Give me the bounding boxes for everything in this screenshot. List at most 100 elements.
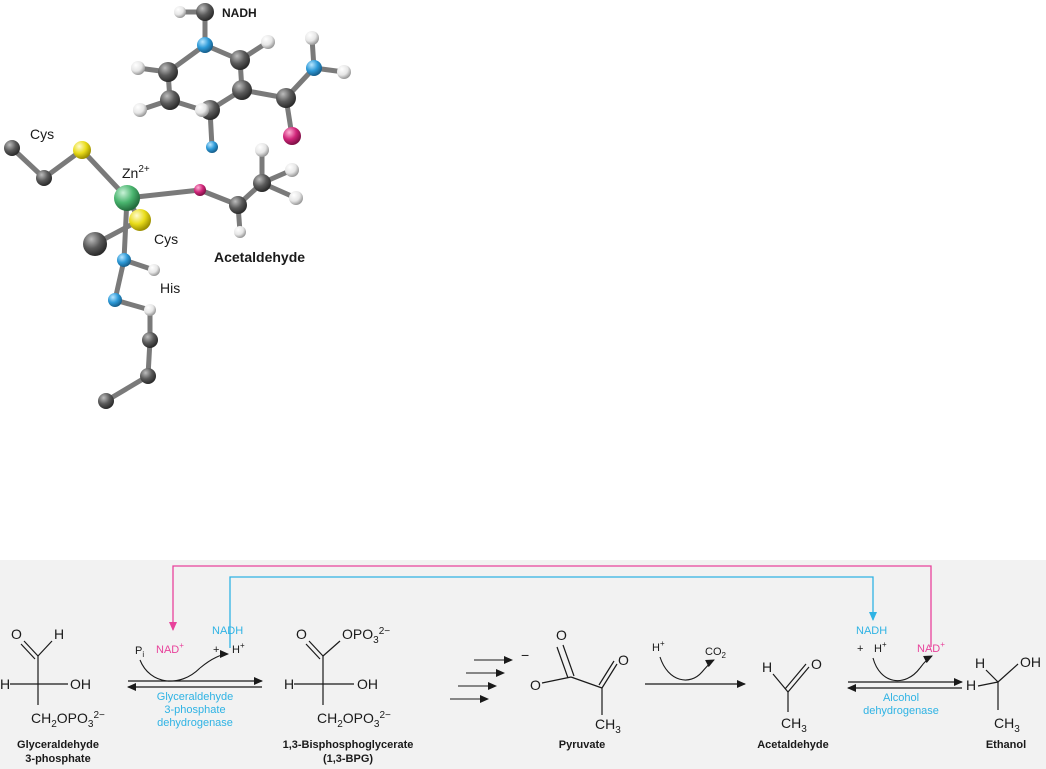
carbon-atom xyxy=(276,88,296,108)
nad-plus-label: NAD+ xyxy=(156,641,184,656)
hydrogen-atom xyxy=(255,143,269,157)
proton-label: H+ xyxy=(652,639,665,654)
nadh-substrate-label: NADH xyxy=(856,625,887,637)
decarboxylation-step: H+ CO2 xyxy=(645,639,746,688)
svg-text:H: H xyxy=(284,676,294,692)
hydrogen-atom xyxy=(261,35,275,49)
svg-text:H: H xyxy=(966,677,976,693)
svg-text:H: H xyxy=(975,655,985,671)
bpg-abbrev-label: (1,3-BPG) xyxy=(323,753,373,765)
ethanol-structure: H H OH CH3 Ethanol xyxy=(966,654,1041,751)
nadh-label: NADH xyxy=(222,6,257,20)
svg-text:O: O xyxy=(530,677,541,693)
hydrogen-atom xyxy=(174,6,186,18)
gapdh-reaction-step: Pi NAD+ NADH + H+ Glyceraldehyde 3-phosp… xyxy=(127,625,263,729)
nadh-transfer-arrow xyxy=(229,576,877,648)
glyceraldehyde-3-phosphate-label: Glyceraldehyde xyxy=(17,739,99,751)
hydrogen-atom xyxy=(234,226,246,238)
alcohol-dehydrogenase-step: NADH + H+ NAD+ Alcohol dehydrogenase xyxy=(847,625,963,717)
nad-plus-product-label: NAD+ xyxy=(917,640,945,655)
gapdh-enzyme-label: Glyceraldehyde xyxy=(157,691,233,703)
svg-text:dehydrogenase: dehydrogenase xyxy=(157,717,233,729)
adh-enzyme-label: Alcohol xyxy=(883,692,919,704)
phosphate-label: Pi xyxy=(135,645,144,659)
hydrogen-atom xyxy=(285,163,299,177)
hydrogen-atom xyxy=(131,61,145,75)
hydrogen-atom xyxy=(305,31,319,45)
svg-text:O: O xyxy=(11,626,22,642)
pyruvate-structure: − O O O CH3 Pyruvate xyxy=(521,627,629,751)
cys-mid-label: Cys xyxy=(154,231,178,247)
hydrogen-atom xyxy=(133,103,147,117)
plus-sign: + xyxy=(857,643,863,655)
hydrogen-atom xyxy=(337,65,351,79)
pyruvate-label: Pyruvate xyxy=(559,739,605,751)
carbon-atom xyxy=(230,50,250,70)
carbon-atom xyxy=(4,140,20,156)
svg-text:CH2OPO32−: CH2OPO32− xyxy=(317,710,391,730)
svg-text:O: O xyxy=(811,656,822,672)
hydrogen-atom xyxy=(289,191,303,205)
hydrogen-atom xyxy=(195,103,209,117)
svg-text:CH2OPO32−: CH2OPO32− xyxy=(31,710,105,730)
fermentation-pathway: O H H OH CH2OPO32− Glyceraldehyde 3-phos… xyxy=(0,565,1041,765)
molecular-labels: NADH Cys Zn2+ Cys Acetaldehyde His xyxy=(30,6,305,296)
pathway-background-band xyxy=(0,560,1046,769)
ball-and-stick-model: NADH Cys Zn2+ Cys Acetaldehyde His xyxy=(4,3,351,409)
proton-label: H+ xyxy=(874,640,887,655)
his-label: His xyxy=(160,280,180,296)
bisphosphoglycerate-structure: O OPO32− H OH CH2OPO32− 1,3-Bisphosphogl… xyxy=(283,626,414,765)
carbon-atom xyxy=(160,90,180,110)
oxygen-atom xyxy=(283,127,301,145)
transferred-hydride-atom xyxy=(206,141,218,153)
carbon-dioxide-label: CO2 xyxy=(705,646,727,660)
multistep-arrows xyxy=(450,656,513,703)
carbon-atom xyxy=(158,62,178,82)
cys-top-label: Cys xyxy=(30,126,54,142)
bpg-label: 1,3-Bisphosphoglycerate xyxy=(283,739,414,751)
nitrogen-atom xyxy=(197,37,213,53)
glyceraldehyde-3-phosphate-label-line2: 3-phosphate xyxy=(25,753,90,765)
svg-text:3-phosphate: 3-phosphate xyxy=(164,704,225,716)
hydrogen-atom xyxy=(144,304,156,316)
svg-text:OPO32−: OPO32− xyxy=(342,626,390,646)
nitrogen-atom xyxy=(117,253,131,267)
carbon-atom xyxy=(142,332,158,348)
svg-text:−: − xyxy=(521,647,529,663)
zinc-ion-atom xyxy=(114,185,140,211)
nitrogen-atom xyxy=(108,293,122,307)
carbon-atom xyxy=(232,80,252,100)
carbon-atom xyxy=(140,368,156,384)
svg-text:CH3: CH3 xyxy=(595,716,621,736)
svg-text:OH: OH xyxy=(70,676,91,692)
svg-text:O: O xyxy=(296,626,307,642)
svg-text:H: H xyxy=(54,626,64,642)
molecular-atoms xyxy=(4,3,351,409)
plus-sign: + xyxy=(213,644,219,656)
molecular-bonds xyxy=(9,9,347,404)
zinc-label: Zn2+ xyxy=(122,164,150,181)
proton-label: H+ xyxy=(232,641,245,656)
svg-text:H: H xyxy=(762,659,772,675)
carbon-atom xyxy=(229,196,247,214)
svg-text:CH3: CH3 xyxy=(781,715,807,735)
methyl-carbon-atom xyxy=(196,3,214,21)
carbon-atom xyxy=(36,170,52,186)
carbon-atom xyxy=(253,174,271,192)
svg-text:dehydrogenase: dehydrogenase xyxy=(863,705,939,717)
nadh-product-label: NADH xyxy=(212,625,243,637)
acetaldehyde-model-label: Acetaldehyde xyxy=(214,249,305,265)
acetaldehyde-label: Acetaldehyde xyxy=(757,739,829,751)
carbon-atom xyxy=(83,232,107,256)
hydrogen-atom xyxy=(148,264,160,276)
svg-text:CH3: CH3 xyxy=(994,715,1020,735)
carbon-atom xyxy=(98,393,114,409)
sulfur-atom xyxy=(129,209,151,231)
acetaldehyde-structure: H O CH3 Acetaldehyde xyxy=(757,656,829,751)
glyceraldehyde-3-phosphate-structure: O H H OH CH2OPO32− Glyceraldehyde 3-phos… xyxy=(0,626,105,765)
ethanol-label: Ethanol xyxy=(986,739,1026,751)
svg-text:H: H xyxy=(0,676,10,692)
acetaldehyde-oxygen-atom xyxy=(194,184,206,196)
svg-text:O: O xyxy=(618,652,629,668)
